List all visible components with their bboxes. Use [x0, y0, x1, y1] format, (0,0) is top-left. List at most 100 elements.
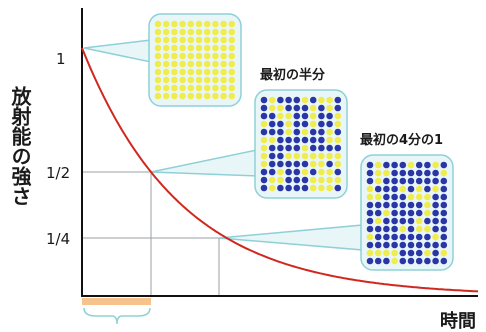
decayed-atom-dot	[277, 136, 284, 144]
remaining-atom-dot	[440, 169, 448, 177]
remaining-atom-dot	[326, 104, 333, 112]
remaining-atom-dot	[407, 161, 415, 169]
decayed-atom-dot	[383, 185, 390, 193]
remaining-atom-dot	[195, 60, 203, 68]
decayed-atom-dot	[318, 128, 325, 136]
decayed-atom-dot	[334, 184, 342, 192]
label-quarter: 最初の4分の1	[360, 132, 443, 148]
decayed-atom-dot	[277, 160, 284, 168]
remaining-atom-dot	[309, 104, 317, 112]
decayed-atom-dot	[301, 160, 309, 168]
panel-half	[254, 89, 348, 199]
decayed-atom-dot	[399, 217, 407, 225]
decayed-atom-dot	[432, 169, 439, 177]
decayed-atom-dot	[383, 233, 390, 241]
remaining-atom-dot	[318, 152, 325, 160]
remaining-atom-dot	[228, 44, 236, 52]
decayed-atom-dot	[424, 257, 431, 265]
decayed-atom-dot	[432, 225, 439, 233]
decayed-atom-dot	[366, 257, 374, 265]
decayed-atom-dot	[374, 225, 382, 233]
decayed-atom-dot	[260, 184, 268, 192]
remaining-atom-dot	[203, 92, 211, 100]
remaining-atom-dot	[391, 249, 398, 257]
decayed-atom-dot	[383, 217, 390, 225]
remaining-atom-dot	[154, 84, 162, 92]
decayed-atom-dot	[268, 120, 276, 128]
decayed-atom-dot	[318, 104, 325, 112]
remaining-atom-dot	[301, 168, 309, 176]
decayed-atom-dot	[383, 193, 390, 201]
remaining-atom-dot	[326, 184, 333, 192]
remaining-atom-dot	[366, 233, 374, 241]
remaining-atom-dot	[228, 84, 236, 92]
remaining-atom-dot	[334, 112, 342, 120]
remaining-atom-dot	[220, 92, 227, 100]
y-axis-label: 放射能の強さ	[8, 85, 32, 206]
decayed-atom-dot	[391, 185, 398, 193]
remaining-atom-dot	[162, 84, 170, 92]
decayed-atom-dot	[391, 209, 398, 217]
decayed-atom-dot	[293, 112, 301, 120]
decayed-atom-dot	[293, 168, 301, 176]
remaining-atom-dot	[399, 225, 407, 233]
decayed-atom-dot	[440, 161, 448, 169]
remaining-atom-dot	[318, 184, 325, 192]
tick-label-half: 1/2	[46, 164, 70, 182]
decayed-atom-dot	[440, 225, 448, 233]
halflife-bar	[82, 298, 151, 305]
decayed-atom-dot	[366, 217, 374, 225]
decayed-atom-dot	[309, 96, 317, 104]
remaining-atom-dot	[301, 152, 309, 160]
decayed-atom-dot	[424, 241, 431, 249]
decayed-atom-dot	[326, 160, 333, 168]
remaining-atom-dot	[268, 184, 276, 192]
decayed-atom-dot	[391, 201, 398, 209]
remaining-atom-dot	[212, 36, 219, 44]
remaining-atom-dot	[374, 193, 382, 201]
remaining-atom-dot	[424, 225, 431, 233]
remaining-atom-dot	[432, 161, 439, 169]
remaining-atom-dot	[179, 28, 186, 36]
decayed-atom-dot	[366, 225, 374, 233]
decayed-atom-dot	[399, 241, 407, 249]
decayed-atom-dot	[383, 201, 390, 209]
remaining-atom-dot	[212, 76, 219, 84]
decayed-atom-dot	[407, 201, 415, 209]
remaining-atom-dot	[154, 44, 162, 52]
decayed-atom-dot	[268, 128, 276, 136]
decayed-atom-dot	[407, 209, 415, 217]
remaining-atom-dot	[293, 152, 301, 160]
remaining-atom-dot	[285, 112, 292, 120]
remaining-atom-dot	[212, 52, 219, 60]
decayed-atom-dot	[277, 184, 284, 192]
dot-grid-half	[260, 96, 342, 192]
decayed-atom-dot	[374, 185, 382, 193]
remaining-atom-dot	[228, 76, 236, 84]
decayed-atom-dot	[285, 168, 292, 176]
decayed-atom-dot	[374, 241, 382, 249]
decayed-atom-dot	[415, 241, 423, 249]
remaining-atom-dot	[228, 28, 236, 36]
remaining-atom-dot	[162, 68, 170, 76]
remaining-atom-dot	[179, 76, 186, 84]
remaining-atom-dot	[220, 68, 227, 76]
remaining-atom-dot	[309, 176, 317, 184]
decayed-atom-dot	[366, 201, 374, 209]
remaining-atom-dot	[391, 257, 398, 265]
decayed-atom-dot	[366, 209, 374, 217]
remaining-atom-dot	[212, 92, 219, 100]
remaining-atom-dot	[171, 20, 178, 28]
remaining-atom-dot	[162, 28, 170, 36]
remaining-atom-dot	[260, 152, 268, 160]
decayed-atom-dot	[440, 209, 448, 217]
remaining-atom-dot	[203, 52, 211, 60]
remaining-atom-dot	[171, 36, 178, 44]
decayed-atom-dot	[334, 128, 342, 136]
decayed-atom-dot	[301, 112, 309, 120]
decayed-atom-dot	[391, 225, 398, 233]
remaining-atom-dot	[415, 217, 423, 225]
remaining-atom-dot	[326, 168, 333, 176]
panel-quarter	[360, 154, 454, 271]
